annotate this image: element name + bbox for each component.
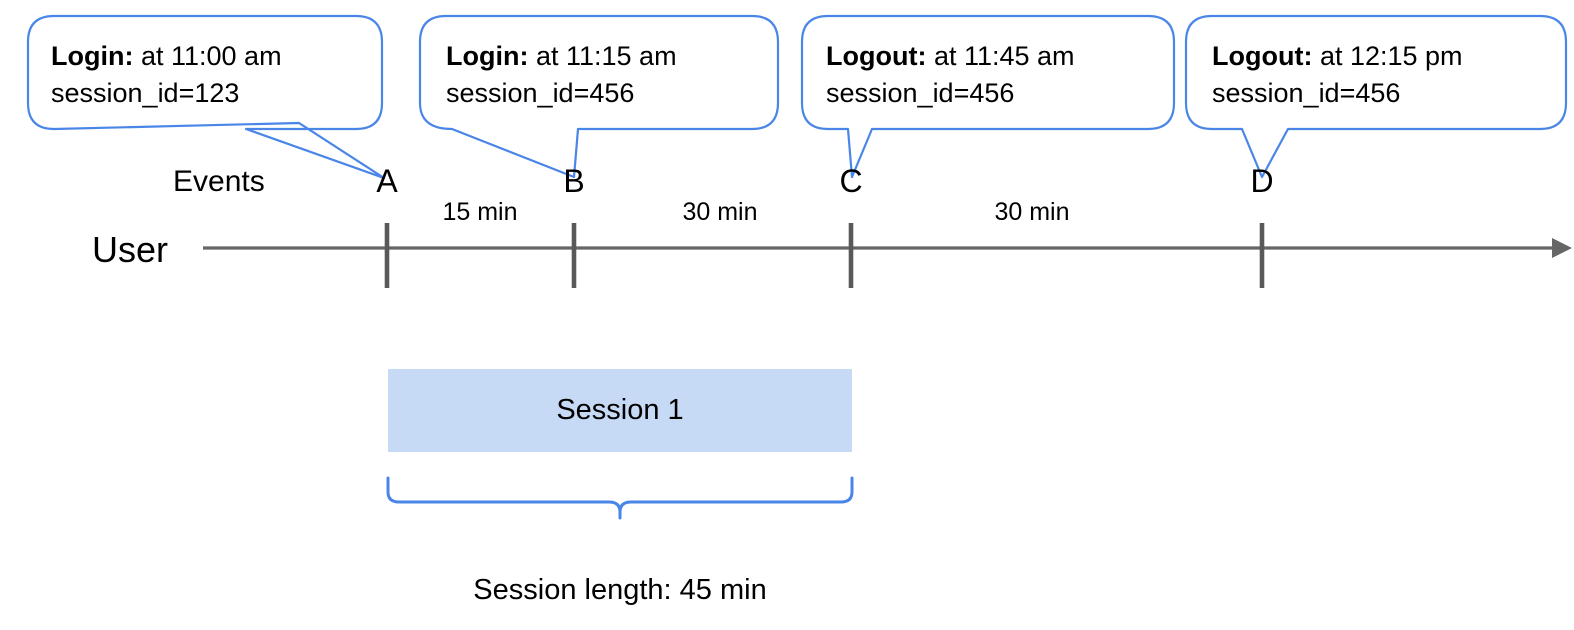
interval-label-ab: 15 min <box>442 198 518 226</box>
callout-d-time: at 12:15 pm <box>1312 41 1463 71</box>
callout-a-line2: session_id=123 <box>51 78 240 108</box>
session-length-label: Session length: 45 min <box>473 574 767 606</box>
callout-b-line1: Login: at 11:15 am <box>446 38 677 75</box>
callout-d-line2: session_id=456 <box>1212 78 1401 108</box>
marker-letter-c: C <box>839 163 863 199</box>
marker-letter-b: B <box>563 163 585 199</box>
session-brace <box>386 476 854 520</box>
interval-label-bc: 30 min <box>682 198 758 226</box>
timeline-ticks <box>384 223 1265 288</box>
callout-b-line2: session_id=456 <box>446 78 635 108</box>
marker-letter-a: A <box>376 163 398 199</box>
callout-a-event: Login: <box>51 41 134 71</box>
timeline-arrowhead <box>1552 238 1572 258</box>
session-bar: Session 1 <box>388 369 852 452</box>
callout-a-time: at 11:00 am <box>133 41 282 71</box>
callout-b-time: at 11:15 am <box>528 41 677 71</box>
callout-c-time: at 11:45 am <box>926 41 1075 71</box>
interval-label-cd: 30 min <box>994 198 1070 226</box>
callout-d-event: Logout: <box>1212 41 1313 71</box>
timeline-axis <box>203 238 1572 258</box>
callout-d-line1: Logout: at 12:15 pm <box>1212 38 1463 75</box>
user-row-label: User <box>92 229 169 270</box>
callout-a-shape <box>26 14 386 180</box>
callout-b-event: Login: <box>446 41 529 71</box>
events-row-label: Events <box>173 165 265 198</box>
session-bar-label: Session 1 <box>556 394 684 426</box>
callout-c-line1: Logout: at 11:45 am <box>826 38 1075 75</box>
marker-letter-d: D <box>1250 163 1274 199</box>
callout-c-line2: session_id=456 <box>826 78 1015 108</box>
callout-a-line1: Login: at 11:00 am <box>51 38 282 75</box>
callout-c-shape <box>800 14 1176 179</box>
callout-b-shape <box>418 14 780 179</box>
callout-d-shape <box>1184 14 1568 179</box>
callout-c-event: Logout: <box>826 41 927 71</box>
